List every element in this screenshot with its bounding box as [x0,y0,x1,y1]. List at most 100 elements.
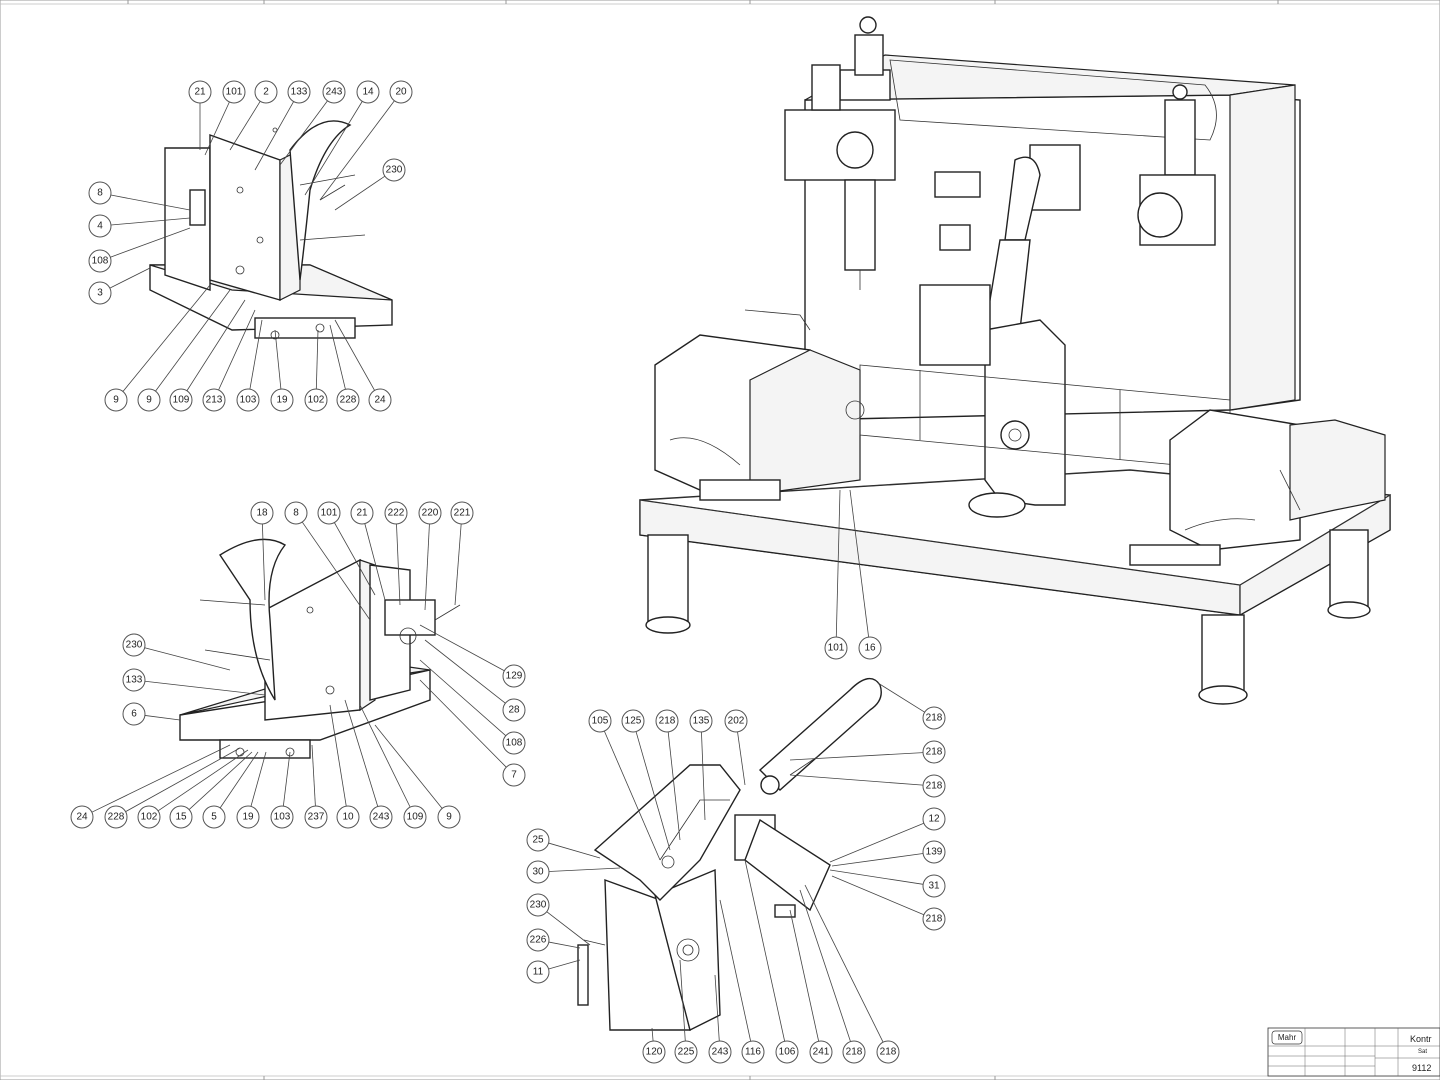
callout-bubble: 31 [922,874,946,898]
callout-label: 102 [308,395,325,406]
callout-bubble: 218 [922,740,946,764]
callout-label: 108 [506,738,523,749]
callout-label: 103 [240,395,257,406]
leader-line [719,899,752,1042]
callout-circle [876,1040,900,1064]
leader-line [419,679,507,768]
leader-line [188,751,253,810]
callout-circle [403,805,427,829]
callout-label: 133 [291,87,308,98]
callout-bubble: 101 [824,636,848,660]
callout-circle [336,805,360,829]
callout-circle [270,388,294,412]
callout-circle [588,709,612,733]
title-block: Mahr Kontr Sat 9112 [1267,1027,1440,1077]
callout-circle [104,805,128,829]
callout-bubble: 133 [122,668,146,692]
leader-line [419,624,505,672]
callout-bubble: 109 [403,805,427,829]
callout-bubble: 241 [809,1040,833,1064]
callout-label: 8 [293,508,299,519]
callout-label: 120 [646,1047,663,1058]
callout-bubble: 220 [418,501,442,525]
callout-label: 237 [308,812,325,823]
callout-circle [137,805,161,829]
callout-circle [775,1040,799,1064]
callout-circle [137,388,161,412]
leader-line [301,521,371,621]
leader-line [125,747,241,813]
leader-line [329,704,347,807]
callout-bubble: 105 [588,709,612,733]
callout-label: 15 [175,812,187,823]
callout-bubble: 19 [236,805,260,829]
callout-circle [287,80,311,104]
leader-line [315,329,319,390]
callout-label: 243 [373,812,390,823]
subassembly-b-drawing [179,538,461,759]
callout-bubble: 222 [384,501,408,525]
callout-circle [621,709,645,733]
callout-circle [922,840,946,864]
callout-bubble: 230 [526,893,550,917]
callout-circle [922,874,946,898]
callout-label: 202 [728,716,745,727]
callout-bubble: 120 [642,1040,666,1064]
callout-circle [502,664,526,688]
callout-label: 222 [388,508,405,519]
callout-label: 9 [446,812,452,823]
callout-label: 6 [131,709,137,720]
callout-bubble: 218 [655,709,679,733]
callout-bubble: 129 [502,664,526,688]
leader-lines [91,100,925,1043]
callout-circle [642,1040,666,1064]
callout-label: 24 [374,395,386,406]
callout-label: 19 [276,395,288,406]
callout-bubble: 21 [350,501,374,525]
title-block-logo: Mahr [1278,1033,1297,1042]
callout-label: 243 [712,1047,729,1058]
leader-line [804,884,884,1043]
callout-label: 243 [326,87,343,98]
leader-line [789,752,924,761]
callout-bubble: 218 [922,774,946,798]
leader-line [144,647,231,671]
callout-label: 102 [141,812,158,823]
leader-line [144,715,181,721]
callout-label: 108 [92,256,109,267]
callout-bubble: 218 [922,706,946,730]
callout-bubble: 135 [689,709,713,733]
callout-bubble: 7 [502,763,526,787]
leader-line [548,941,581,949]
callout-bubble: 218 [842,1040,866,1064]
leader-line [651,1027,654,1042]
leader-line [91,744,231,813]
callout-bubble: 16 [858,636,882,660]
callout-bubble: 9 [437,805,461,829]
callout-circle [526,893,550,917]
callout-circle [655,709,679,733]
callout-bubble: 243 [322,80,346,104]
callout-bubble: 218 [922,907,946,931]
leader-line [319,100,395,201]
callout-label: 8 [97,188,103,199]
callout-label: 241 [813,1047,830,1058]
leader-line [424,639,506,704]
callout-bubble: 102 [304,388,328,412]
leader-line [109,267,151,289]
leader-line [849,489,870,638]
callout-bubble: 116 [741,1040,765,1064]
callout-circle [88,214,112,238]
callout-label: 218 [659,716,676,727]
callout-circle [202,805,226,829]
callout-circle [858,636,882,660]
callout-bubble: 109 [169,388,193,412]
callout-circle [70,805,94,829]
callout-circle [236,388,260,412]
callout-circle [317,501,341,525]
leader-line [249,319,263,390]
callout-label: 103 [274,812,291,823]
callout-bubble: 218 [876,1040,900,1064]
callout-label: 9 [146,395,152,406]
callout-label: 10 [342,812,354,823]
